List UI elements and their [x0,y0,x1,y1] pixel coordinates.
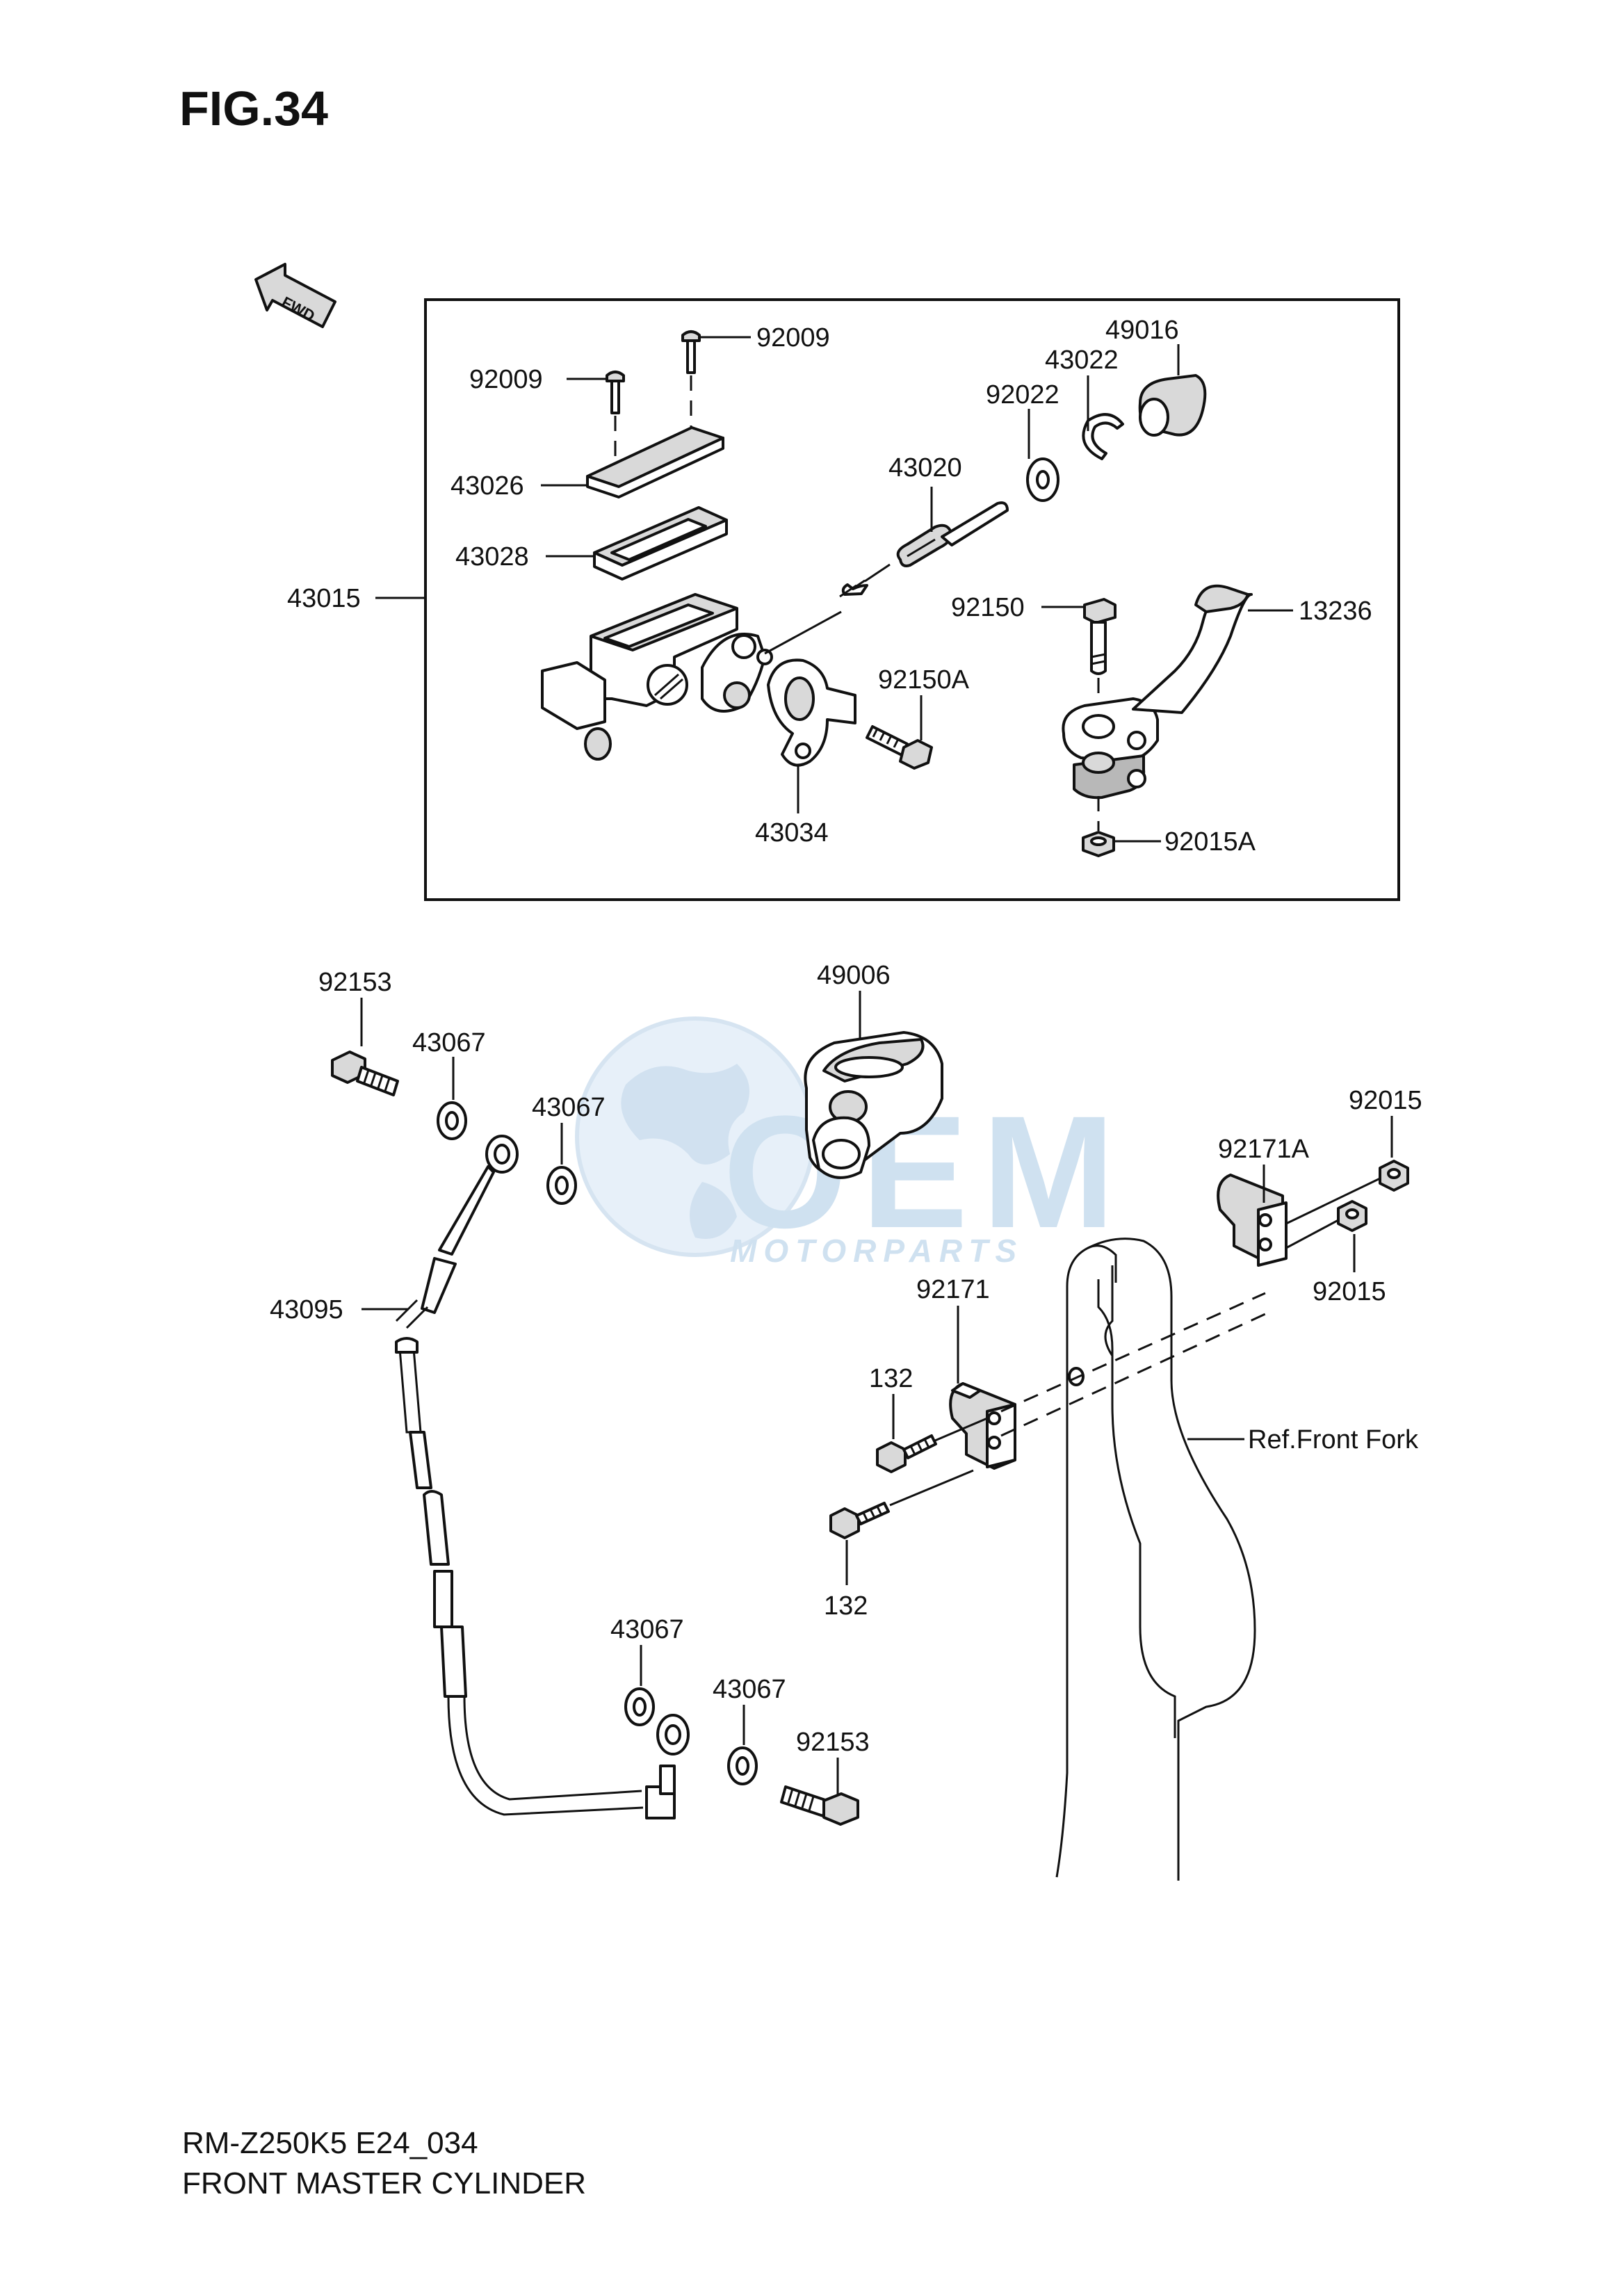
nut-92015-top [1379,1160,1409,1192]
label-92150: 92150 [951,593,1025,622]
watermark: OEM MOTORPARTS [575,1016,1115,1269]
screw-92009-right [681,330,701,374]
label-43015: 43015 [287,584,361,613]
label-43028: 43028 [455,542,529,571]
label-43067-b: 43067 [532,1093,606,1122]
label-92009-left: 92009 [469,365,543,394]
label-49006: 49006 [817,961,891,990]
label-43034: 43034 [755,818,829,848]
label-92171A: 92171A [1218,1135,1310,1164]
label-ref-front-fork: Ref.Front Fork [1248,1425,1419,1454]
label-92015-top: 92015 [1349,1086,1422,1115]
label-92153-top: 92153 [318,968,392,997]
label-43020: 43020 [888,453,962,482]
bolt-132-lower [829,1502,890,1539]
cover-49006 [804,1031,943,1179]
clamp-43034 [767,658,856,767]
label-43067-d: 43067 [713,1675,786,1704]
bracket-92171A [1217,1174,1288,1267]
bolt-92150A [866,725,933,770]
screw-92009-left [606,371,625,414]
figure-title: FIG.34 [179,81,328,136]
label-92015A: 92015A [1164,827,1256,857]
label-92150A: 92150A [878,665,970,695]
banjo-bolt-92153-bottom [780,1785,859,1826]
pivot-bolt-92150 [1083,598,1116,675]
bolt-132-upper [876,1434,937,1473]
label-49016: 49016 [1105,316,1179,345]
diaphragm-43028 [593,506,728,581]
piston-43020 [839,501,1009,598]
label-43067-a: 43067 [412,1028,486,1057]
banjo-bolt-92153-top [331,1051,399,1096]
label-43067-c: 43067 [610,1615,684,1644]
label-13236: 13236 [1299,597,1372,626]
label-132-lower: 132 [824,1591,868,1621]
brake-lever-13236 [1062,584,1253,800]
circlip-43022 [1082,413,1124,460]
nut-92015A [1082,831,1115,857]
label-92009-right: 92009 [756,323,830,352]
master-cylinder-body [541,593,773,761]
watermark-tagline: MOTORPARTS [730,1233,1023,1269]
label-92153-bottom: 92153 [796,1728,870,1757]
label-43095: 43095 [270,1295,343,1324]
label-132-upper: 132 [869,1364,913,1393]
brake-hose-43095 [395,1135,690,1819]
front-fork-outline [1055,1238,1256,1881]
label-43026: 43026 [450,471,524,501]
label-43022: 43022 [1045,346,1119,375]
label-92015-bottom: 92015 [1313,1277,1386,1306]
master-cylinder-assembly-box [424,298,1400,901]
label-92022: 92022 [986,380,1059,409]
bracket-92171 [949,1382,1016,1470]
nut-92015-bottom [1337,1200,1367,1232]
reservoir-cap-43026 [586,426,724,498]
label-92171: 92171 [916,1275,990,1304]
footer-model-code: RM-Z250K5 E24_034 [182,2126,478,2160]
footer-section-title: FRONT MASTER CYLINDER [182,2166,586,2200]
fwd-arrow-icon: FWD [254,263,336,328]
boot-49016 [1138,374,1207,437]
